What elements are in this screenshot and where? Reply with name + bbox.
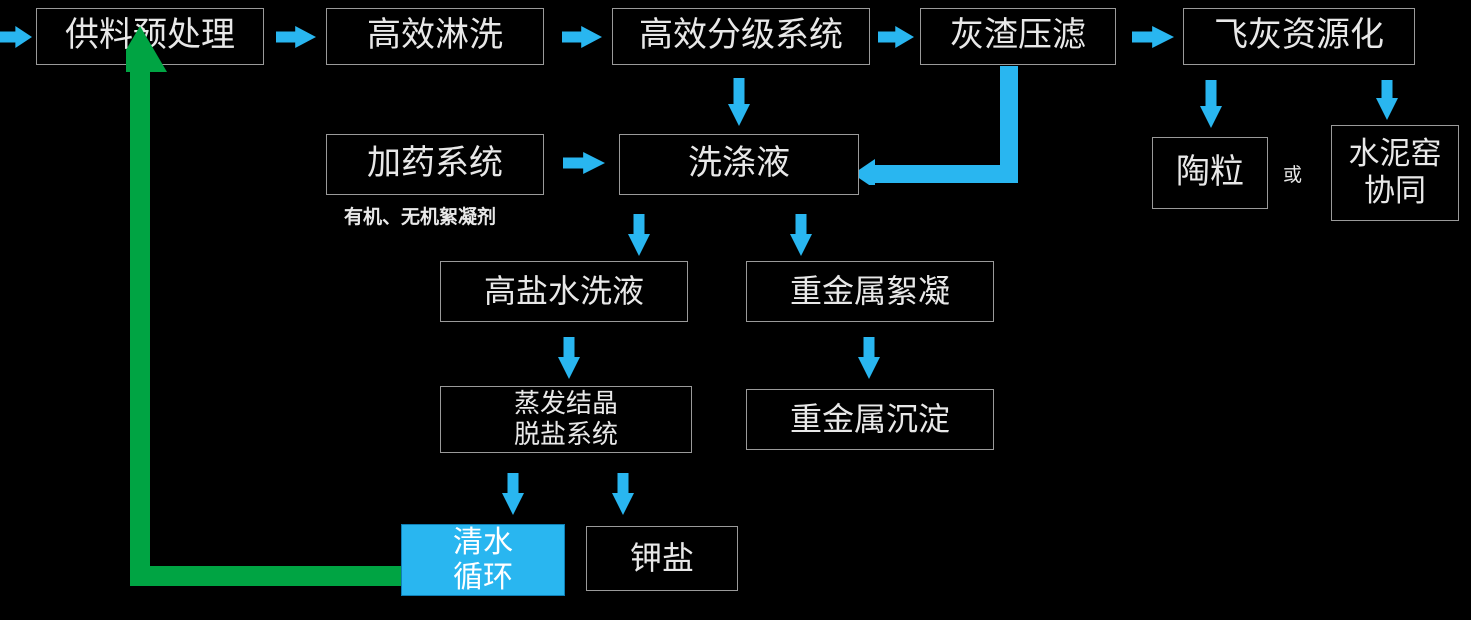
arrow-evaporation-to-cleanwater-icon — [502, 473, 524, 515]
node-heavy-metal-precipitation[interactable]: 重金属沉淀 — [746, 389, 994, 450]
arrow-cleanwater-return-to-feed-icon — [126, 24, 405, 600]
arrow-dosing-to-washingliquid-icon — [563, 152, 605, 174]
node-evaporation-crystallization[interactable]: 蒸发结晶 脱盐系统 — [440, 386, 692, 453]
arrow-rinsing-to-grading-icon — [562, 26, 602, 48]
node-washing-liquid[interactable]: 洗涤液 — [619, 134, 859, 195]
arrow-evaporation-to-potassium-icon — [612, 473, 634, 515]
node-high-efficiency-rinsing[interactable]: 高效淋洗 — [326, 8, 544, 65]
node-clean-water-cycle[interactable]: 清水 循环 — [401, 524, 565, 596]
node-high-salt-wash[interactable]: 高盐水洗液 — [440, 261, 688, 322]
node-heavy-metal-floc[interactable]: 重金属絮凝 — [746, 261, 994, 322]
node-dosing-system[interactable]: 加药系统 — [326, 134, 544, 195]
node-potassium-salt[interactable]: 钾盐 — [586, 526, 738, 591]
arrow-filterpress-to-flyash-icon — [1132, 26, 1174, 48]
arrow-flyash-to-ceramsite-icon — [1200, 80, 1222, 128]
arrow-filterpress-return-to-washingliquid-icon — [859, 64, 1020, 185]
node-cement-kiln[interactable]: 水泥窑 协同 — [1331, 125, 1459, 221]
node-ceramsite[interactable]: 陶粒 — [1152, 137, 1268, 209]
arrow-washingliquid-to-highsalt-icon — [628, 214, 650, 256]
node-ash-filter-press[interactable]: 灰渣压滤 — [920, 8, 1116, 65]
label-or-connector: 或 — [1283, 165, 1303, 186]
arrow-grading-to-washingliquid-icon — [728, 78, 750, 126]
arrow-highsalt-to-evaporation-icon — [558, 337, 580, 379]
caption-flocculant-note: 有机、无机絮凝剂 — [344, 207, 497, 228]
arrow-washingliquid-to-heavymetal-icon — [790, 214, 812, 256]
arrow-grading-to-filterpress-icon — [878, 26, 914, 48]
arrow-into-feed-pretreatment-icon — [0, 26, 32, 48]
node-fly-ash-resource[interactable]: 飞灰资源化 — [1183, 8, 1415, 65]
node-grading-system[interactable]: 高效分级系统 — [612, 8, 870, 65]
arrow-flyash-to-cementkiln-icon — [1376, 80, 1398, 120]
arrow-feed-to-rinsing-icon — [276, 26, 316, 48]
arrow-heavymetal-to-precipitation-icon — [858, 337, 880, 379]
